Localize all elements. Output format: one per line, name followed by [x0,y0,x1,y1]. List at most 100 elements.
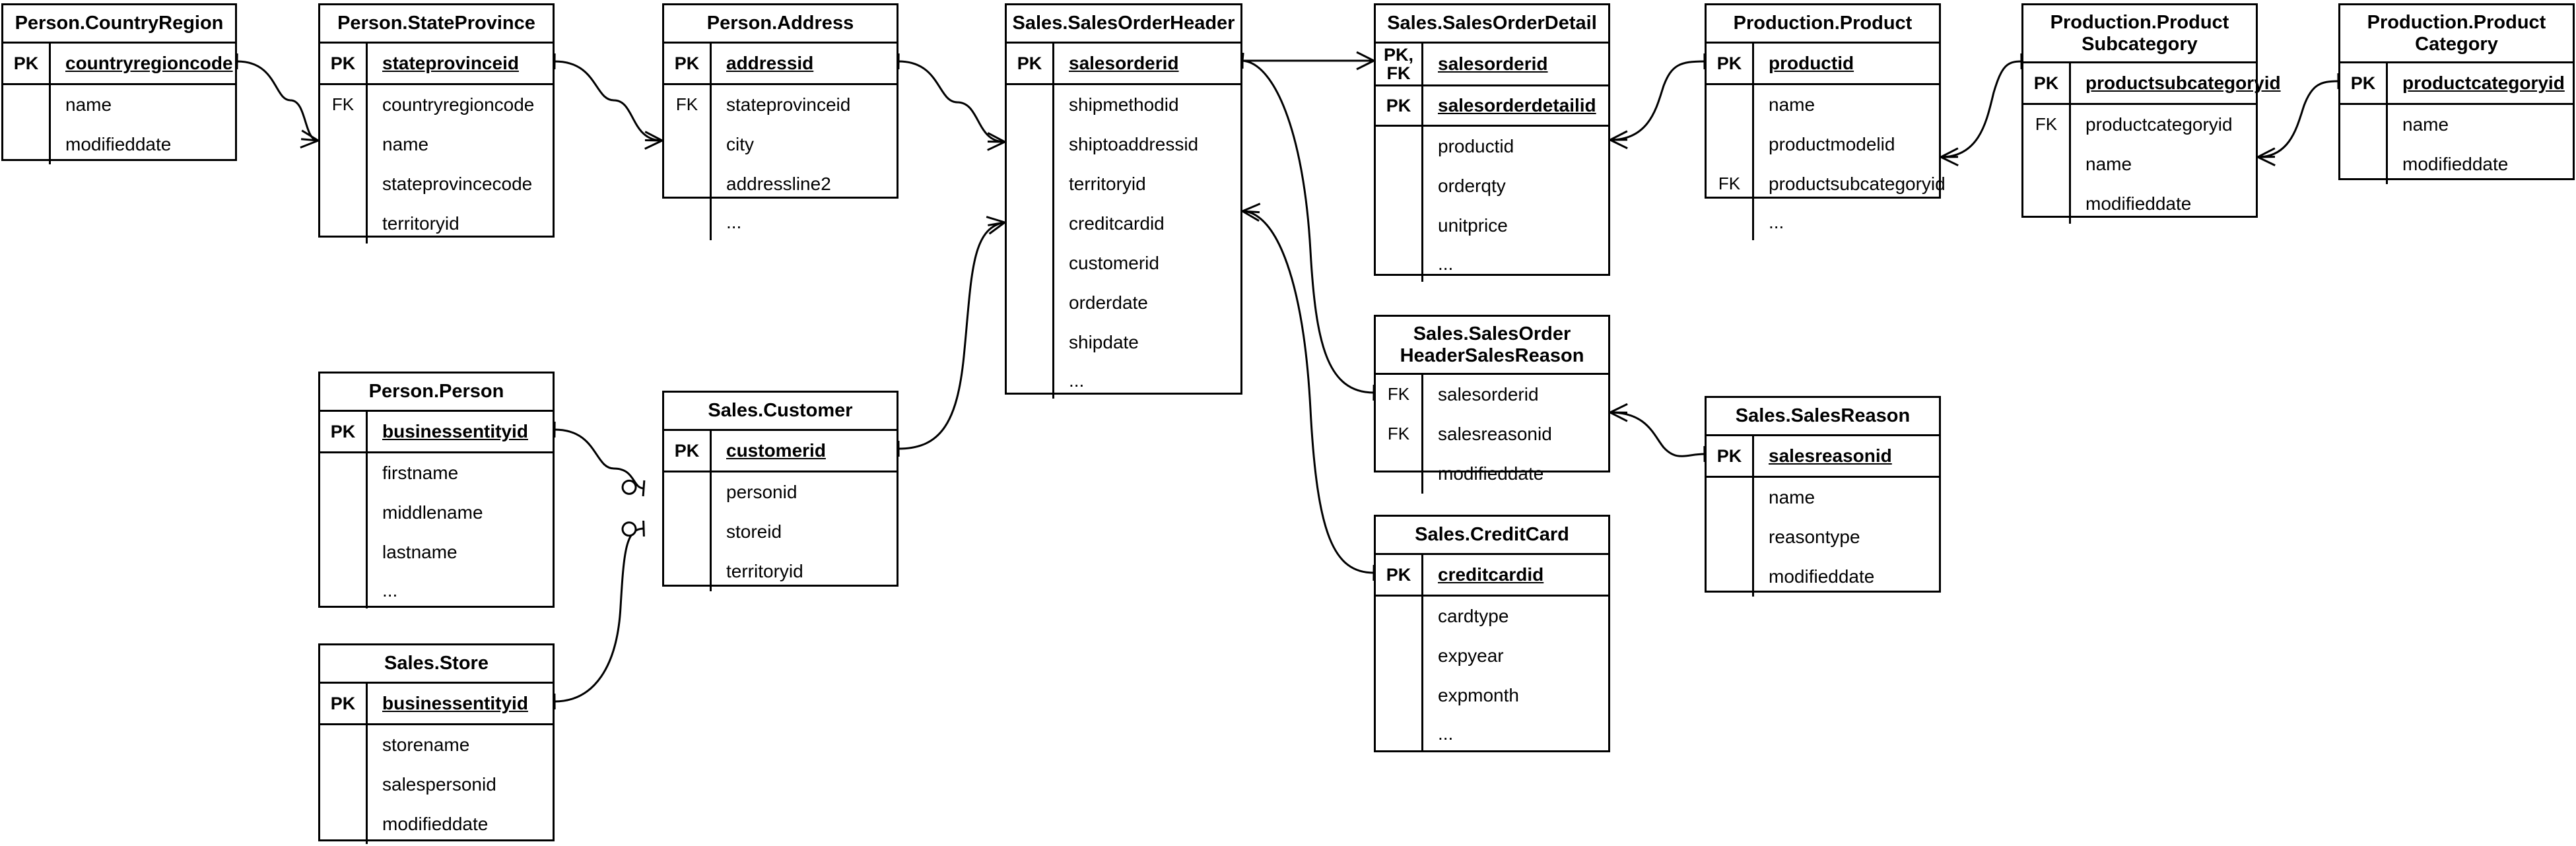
attribute-row[interactable]: ... [1007,362,1240,399]
attribute-row[interactable]: storename [320,725,553,765]
key-badge [1376,597,1423,636]
attribute-row[interactable]: modifieddate [1707,557,1939,597]
attribute-row[interactable]: territoryid [664,552,897,591]
relationship-rel-stateprovince-address[interactable] [553,53,663,150]
relationship-rel-salesorderdetail-product[interactable] [1610,53,1706,150]
attribute-row[interactable]: firstname [320,453,553,493]
attribute-row[interactable]: modifieddate [2023,184,2256,224]
relationship-rel-countryregion-stateprovince[interactable] [236,53,319,149]
attribute-row[interactable]: personid [664,472,897,512]
attribute-row[interactable]: productid [1376,127,1608,166]
attribute-row[interactable]: name [1707,85,1939,125]
attribute-row[interactable]: ... [1376,715,1608,752]
attribute-row[interactable]: cardtype [1376,597,1608,636]
attribute-row[interactable]: ... [664,204,897,240]
attribute-row[interactable]: shiptoaddressid [1007,125,1240,164]
attribute-row[interactable]: expmonth [1376,676,1608,715]
attribute-row[interactable]: name [3,85,235,125]
entity-title: Sales.SalesReason [1707,398,1939,436]
relationship-rel-salesorderheader-creditcard[interactable] [1242,203,1375,581]
attribute-row[interactable]: modifieddate [2340,145,2573,184]
crowsfoot-marker-many [644,131,663,150]
attribute-row[interactable]: middlename [320,493,553,533]
relationship-rel-product-productsubcategory[interactable] [1940,53,2023,167]
attribute-row[interactable]: salespersonid [320,765,553,804]
attribute-row[interactable]: shipdate [1007,323,1240,362]
attribute-row[interactable]: territoryid [320,204,553,244]
attribute-row[interactable]: name [320,125,553,164]
relationship-rel-salesorderheader-salesorderheadersalesreason[interactable] [1240,52,1375,401]
crowsfoot-marker-many [1610,130,1628,150]
relationship-rel-store-customer[interactable] [553,520,645,710]
relationship-rel-customer-salesorderheader[interactable] [897,214,1006,457]
relationship-rel-person-customer[interactable] [553,421,646,497]
attribute-row[interactable]: addressline2 [664,164,897,204]
attribute-row[interactable]: storeid [664,512,897,552]
attribute-row[interactable]: productmodelid [1707,125,1939,164]
attribute-name: shipmethodid [1069,94,1179,115]
attribute-row[interactable]: ... [320,572,553,608]
attribute-row[interactable]: orderdate [1007,283,1240,323]
attribute-row[interactable]: creditcardid [1007,204,1240,244]
attribute-row[interactable]: name [1707,478,1939,517]
relationship-rel-salesorderheader-salesorderdetail[interactable] [1241,51,1374,71]
attribute-row[interactable]: shipmethodid [1007,85,1240,125]
relationship-rel-salesorderheadersalesreason-salesreason[interactable] [1610,403,1706,463]
attribute-name: countryregioncode [65,53,233,73]
attribute-row[interactable]: modifieddate [320,804,553,844]
attribute-row[interactable]: unitprice [1376,206,1608,245]
attribute-name: modifieddate [1438,463,1544,484]
attribute-row[interactable]: customerid [1007,244,1240,283]
attribute-row[interactable]: reasontype [1707,517,1939,557]
attribute-row[interactable]: name [2023,145,2256,184]
attribute-row[interactable]: orderqty [1376,166,1608,206]
attribute-row[interactable]: ... [1376,245,1608,282]
attribute-row[interactable]: ... [1707,204,1939,240]
attribute-row[interactable]: city [664,125,897,164]
attribute-row[interactable]: modifieddate [3,125,235,164]
relationship-line [898,221,1005,450]
attribute-row[interactable]: name [2340,105,2573,145]
attribute-row[interactable]: lastname [320,533,553,572]
attribute-row[interactable]: modifieddate [1376,454,1608,494]
attribute-row[interactable]: expyear [1376,636,1608,676]
attribute-row[interactable]: stateprovincecode [320,164,553,204]
relationship-rel-address-salesorderheader[interactable] [897,53,1005,151]
attribute-row[interactable]: territoryid [1007,164,1240,204]
